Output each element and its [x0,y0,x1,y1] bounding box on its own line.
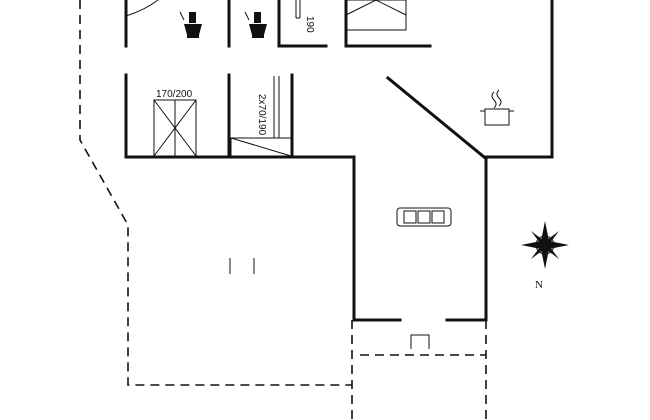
sofa-icon [396,207,452,227]
double-bed-label: 170/200 [156,89,193,100]
bed-top-right [345,0,407,31]
bed-size-label-top: 190 [304,16,315,33]
compass-rose-icon [521,221,569,269]
north-label: N [535,279,543,291]
toilet-icon [179,11,202,38]
terrace-outline [79,0,487,420]
door-swing [125,0,159,17]
bunk-bed [230,76,292,157]
toilet-icon [244,11,267,38]
bedroom-walls [124,73,356,159]
double-bed [153,99,197,157]
bunk-bed-label: 2x70/190 [256,94,267,136]
cooking-pot-icon [480,89,514,126]
top-rooms-walls [124,0,432,48]
wall-marks [229,258,430,349]
kitchen-walls [352,0,554,322]
